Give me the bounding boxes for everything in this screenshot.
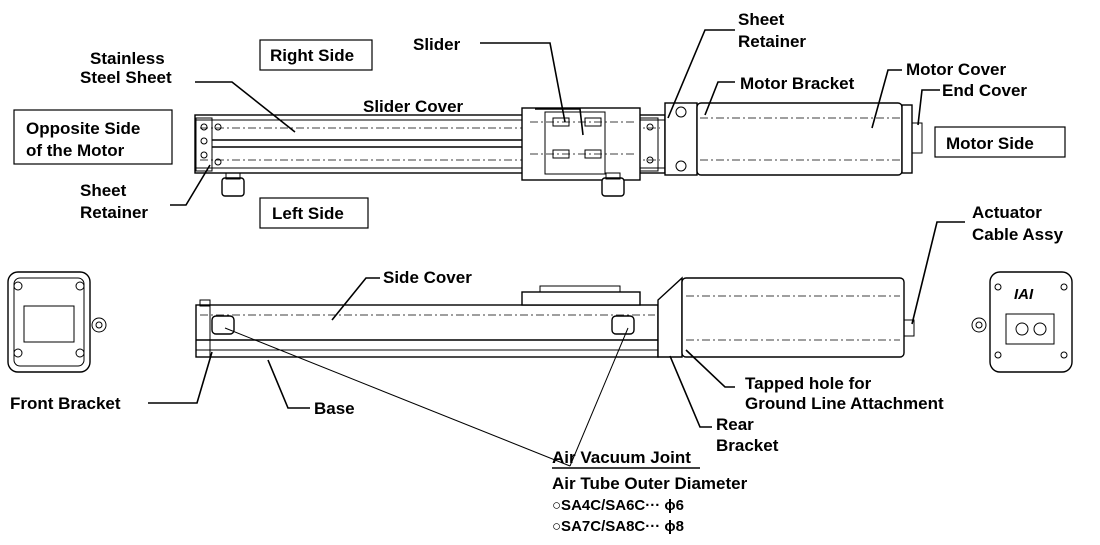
front-end-view — [7, 271, 107, 373]
side-view — [195, 276, 915, 358]
leader-lines — [148, 29, 965, 469]
motor-bracket-top — [664, 102, 698, 176]
label-motor-bracket: Motor Bracket — [740, 74, 855, 93]
label-front-bracket: Front Bracket — [10, 394, 121, 413]
label-air-tube-diameter: Air Tube Outer Diameter — [552, 474, 748, 493]
motor-side-box — [934, 126, 1066, 158]
motor-cover-side — [681, 277, 905, 358]
label-slider-cover: Slider Cover — [363, 97, 464, 116]
label-opposite-2: of the Motor — [26, 141, 125, 160]
label-stainless-1: Stainless — [90, 49, 165, 68]
label-motor-cover: Motor Cover — [906, 60, 1007, 79]
label-actuator-1: Actuator — [972, 203, 1042, 222]
label-tapped-hole-1: Tapped hole for — [745, 374, 872, 393]
label-sheet-retainer-left-1: Sheet — [80, 181, 127, 200]
top-view — [194, 102, 923, 197]
label-motor-side: Motor Side — [946, 134, 1034, 153]
labels: Stainless Steel Sheet Right Side Slider … — [10, 10, 1066, 535]
label-slider: Slider — [413, 35, 461, 54]
opposite-side-box — [13, 109, 173, 165]
iai-logo-text: IAI — [1014, 286, 1034, 303]
label-sheet-retainer-top-1: Sheet — [738, 10, 785, 29]
label-actuator-2: Cable Assy — [972, 225, 1064, 244]
rear-end-view: IAI — [971, 271, 1073, 373]
label-left-side: Left Side — [272, 204, 344, 223]
label-rear-bracket-2: Bracket — [716, 436, 779, 455]
motor-cover-top — [696, 102, 903, 176]
label-spec-1: ○SA4C/SA6C··· ϕ6 — [552, 497, 684, 514]
label-end-cover: End Cover — [942, 81, 1027, 100]
label-sheet-retainer-left-2: Retainer — [80, 203, 148, 222]
left-side-box — [259, 197, 369, 229]
label-opposite-1: Opposite Side — [26, 119, 140, 138]
right-side-box — [259, 39, 373, 71]
label-stainless-2: Steel Sheet — [80, 68, 172, 87]
end-cover-top — [901, 104, 913, 174]
label-right-side: Right Side — [270, 46, 354, 65]
slider-side — [521, 291, 641, 306]
label-rear-bracket-1: Rear — [716, 415, 754, 434]
label-tapped-hole-2: Ground Line Attachment — [745, 394, 944, 413]
label-base: Base — [314, 399, 355, 418]
side-rail-body — [195, 304, 659, 358]
label-side-cover: Side Cover — [383, 268, 472, 287]
label-sheet-retainer-top-2: Retainer — [738, 32, 806, 51]
label-spec-2: ○SA7C/SA8C··· ϕ8 — [552, 518, 684, 535]
label-air-vacuum-joint: Air Vacuum Joint — [552, 448, 691, 467]
